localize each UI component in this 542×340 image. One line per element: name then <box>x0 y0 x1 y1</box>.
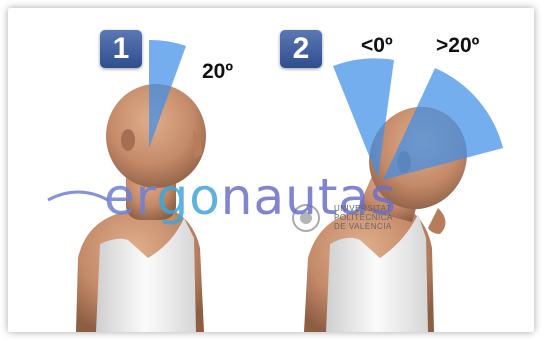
brand-part2: go <box>156 168 220 226</box>
panel1-number: 1 <box>113 32 130 66</box>
logo-swoosh <box>48 192 108 200</box>
figure-frame: 1 2 20º <0º >20º ergonautas UNIVERSITAT … <box>8 8 534 332</box>
brand-part1: er <box>104 168 156 226</box>
panel2-number: 2 <box>293 32 310 66</box>
panel1-angle-label: 20º <box>202 60 233 84</box>
panel2-angle-label-right: >20º <box>436 34 479 58</box>
panel1-number-badge: 1 <box>100 30 142 68</box>
seal-line-1: UNIVERSITAT <box>334 204 393 213</box>
seal-line-2: POLITÈCNICA <box>334 213 393 222</box>
seal-text: UNIVERSITAT POLITÈCNICA DE VALÈNCIA <box>334 204 393 231</box>
seal-line-3: DE VALÈNCIA <box>334 222 393 231</box>
panel2-angle-label-left: <0º <box>361 34 393 58</box>
panel2-number-badge: 2 <box>280 30 322 68</box>
